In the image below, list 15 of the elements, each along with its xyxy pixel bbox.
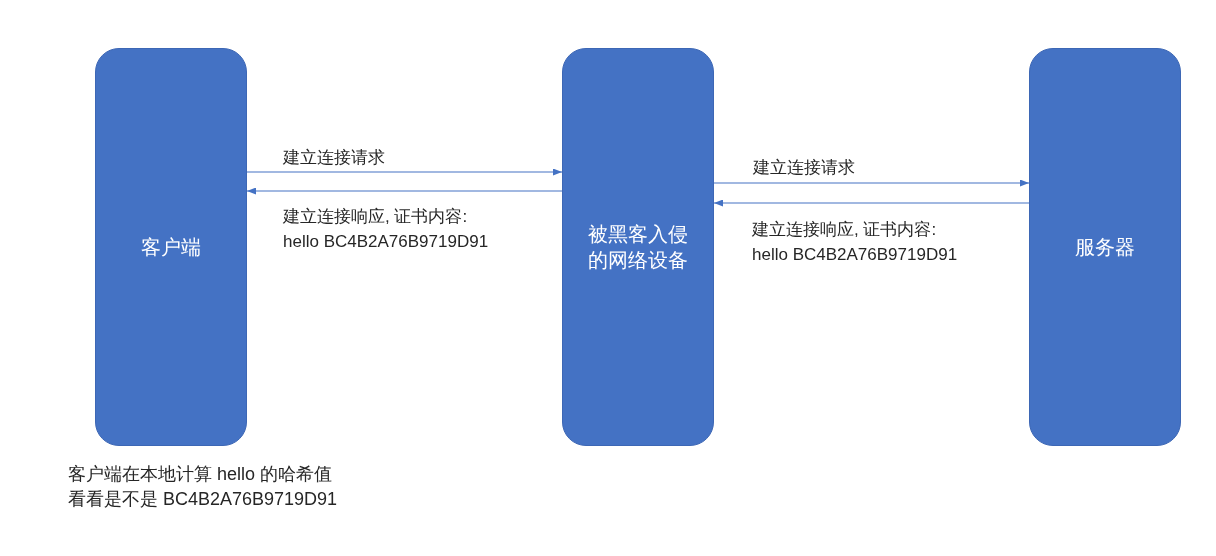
arrow (713, 179, 1030, 187)
edge-label: 建立连接响应, 证书内容: hello BC4B2A76B9719D91 (283, 206, 490, 253)
rounded-box (562, 48, 714, 446)
arrow (246, 168, 563, 176)
edge-label: 建立连接请求 (283, 147, 386, 169)
edge-label: 建立连接响应, 证书内容: hello BC4B2A76B9719D91 (752, 219, 959, 266)
arrow (713, 199, 1030, 207)
node-label: 被黑客入侵的网络设备 (587, 222, 689, 273)
note-text: 客户端在本地计算 hello 的哈希值看看是不是 BC4B2A76B9719D91 (68, 463, 339, 511)
rounded-box (1029, 48, 1181, 446)
rounded-box (95, 48, 247, 446)
node-label: 客户端 (141, 235, 201, 260)
arrow (246, 187, 563, 195)
edge-label: 建立连接请求 (753, 157, 856, 179)
node-label: 服务器 (1075, 235, 1135, 260)
